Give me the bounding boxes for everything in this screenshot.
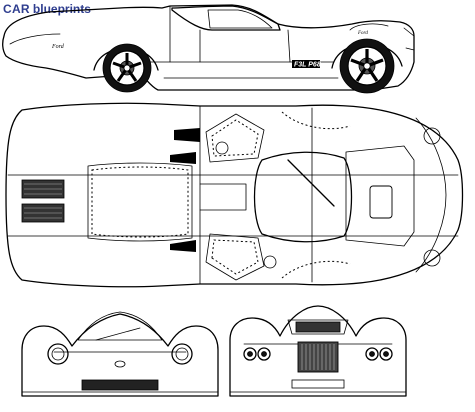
front-view [21,311,219,397]
front-windshield-wiper [95,327,141,341]
top-windshield-dotted-left [211,119,259,157]
front-windshield [77,311,163,341]
top-front-lid-dotted [91,166,189,238]
top-tail-light-lower [423,249,441,267]
top-cockpit-bar [199,183,247,211]
side-view: Ford Ford F3L P68 [2,4,415,94]
side-nose-detail [9,33,61,45]
top-rear-arch-top [281,111,351,130]
rear-diffuser [291,379,345,389]
side-door-rear [287,29,291,63]
rear-wheel [331,38,403,94]
side-window [207,9,273,29]
front-grille [81,379,159,391]
front-headlight-right-inner [175,347,189,361]
top-wiper [287,159,335,207]
top-windshield-dotted-right [211,239,259,275]
side-windshield [171,5,281,31]
side-ford-script: Ford [51,44,65,50]
top-view [5,102,464,288]
front-ford-badge [114,360,126,368]
side-marking-plate [292,60,320,68]
rear-lights-right [365,347,393,361]
top-tail-light-upper [423,127,441,145]
front-headlight-right [171,343,193,365]
top-windshield-right [205,233,265,281]
top-front-lid [87,162,193,242]
side-marking-text: F3L P68 [294,62,321,69]
front-wheel [93,43,159,93]
rear-body-outline [229,305,407,397]
top-tail-line [415,117,447,273]
top-windshield-left [205,113,265,163]
rear-spoiler [287,319,349,335]
top-fuel-cap-left [215,141,229,155]
top-rear-arch-bottom [281,260,351,279]
top-mirror-flag-3 [170,240,196,252]
front-headlight-left-inner [51,347,65,361]
side-rear-tail [403,27,415,51]
logo-car-text: CAR [3,2,30,16]
top-body-outline [5,102,464,288]
rear-window [295,321,341,333]
top-mirror-flag-1 [174,128,200,142]
top-engine-cover [345,145,415,247]
side-rear-arch-top [349,23,389,31]
front-body-outline [21,313,219,397]
front-headlight-left [47,343,69,365]
top-mirror-flag-2 [170,152,196,164]
side-rear-script: Ford [357,31,368,36]
rear-lights-left [243,347,271,361]
top-engine-vent [369,185,393,219]
top-cockpit-glass [253,151,353,243]
rear-view [229,305,407,397]
top-fuel-cap-right [263,255,277,269]
side-body-outline [2,4,415,91]
